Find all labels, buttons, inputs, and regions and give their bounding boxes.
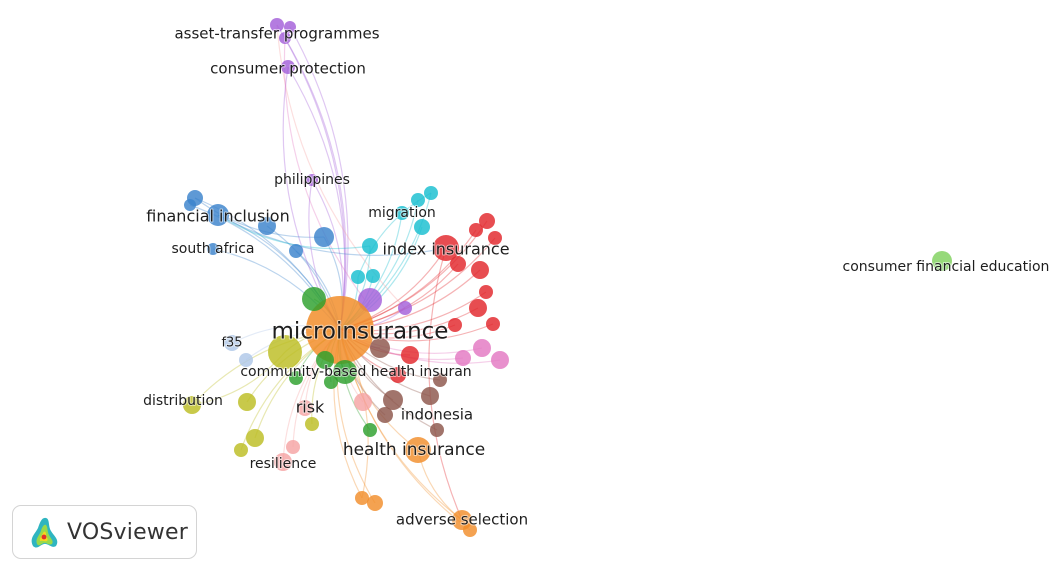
node-label[interactable]: adverse selection: [395, 510, 529, 530]
network-node[interactable]: [324, 375, 338, 389]
network-node[interactable]: [305, 417, 319, 431]
network-node[interactable]: [284, 21, 296, 33]
network-node[interactable]: [184, 199, 196, 211]
network-node[interactable]: [302, 287, 326, 311]
network-node[interactable]: [268, 335, 302, 369]
network-node[interactable]: [473, 339, 491, 357]
network-link: [283, 37, 366, 301]
network-node[interactable]: [306, 296, 374, 364]
network-node[interactable]: [932, 251, 952, 271]
network-node[interactable]: [448, 318, 462, 332]
network-node[interactable]: [486, 317, 500, 331]
network-node[interactable]: [383, 390, 403, 410]
network-node[interactable]: [333, 360, 357, 384]
network-node[interactable]: [363, 423, 377, 437]
network-node[interactable]: [224, 335, 240, 351]
network-node[interactable]: [183, 396, 201, 414]
network-link: [194, 197, 325, 238]
network-link: [289, 26, 349, 331]
vosviewer-logo-icon: [31, 517, 58, 548]
network-node[interactable]: [411, 193, 425, 207]
network-node[interactable]: [289, 371, 303, 385]
network-node[interactable]: [207, 243, 219, 255]
network-node[interactable]: [488, 231, 502, 245]
network-node[interactable]: [354, 393, 372, 411]
network-link: [217, 214, 447, 256]
network-node[interactable]: [274, 453, 292, 471]
network-node[interactable]: [405, 437, 431, 463]
node-label[interactable]: microinsurance: [271, 318, 450, 346]
app-name: VOSviewer: [67, 519, 188, 545]
network-node[interactable]: [398, 301, 412, 315]
network-node[interactable]: [463, 523, 477, 537]
node-label[interactable]: philippines: [273, 171, 351, 189]
node-label[interactable]: consumer financial education: [842, 258, 1051, 276]
network-labels: asset-transfer programmes consumer protec…: [142, 24, 1051, 530]
network-link: [428, 247, 463, 521]
network-node[interactable]: [414, 219, 430, 235]
network-node[interactable]: [297, 400, 313, 416]
node-label[interactable]: consumer protection: [209, 59, 367, 79]
network-node[interactable]: [239, 353, 253, 367]
network-node[interactable]: [430, 423, 444, 437]
network-node[interactable]: [395, 206, 409, 220]
node-label[interactable]: indonesia: [400, 405, 474, 425]
network-nodes: [183, 18, 952, 537]
node-label[interactable]: distribution: [142, 392, 224, 410]
network-node[interactable]: [471, 261, 489, 279]
network-node[interactable]: [355, 491, 369, 505]
network-node[interactable]: [279, 32, 291, 44]
network-node[interactable]: [238, 393, 256, 411]
network-node[interactable]: [281, 60, 295, 74]
network-node[interactable]: [351, 270, 365, 284]
network-node[interactable]: [401, 346, 419, 364]
node-label[interactable]: community-based health insuran: [239, 363, 472, 381]
network-node[interactable]: [455, 350, 471, 366]
network-node[interactable]: [286, 440, 300, 454]
network-node[interactable]: [306, 174, 318, 186]
node-label[interactable]: migration: [367, 204, 437, 222]
node-label[interactable]: index insurance: [381, 239, 510, 260]
network-node[interactable]: [450, 256, 466, 272]
network-node[interactable]: [479, 285, 493, 299]
network-node[interactable]: [258, 217, 276, 235]
network-node[interactable]: [362, 238, 378, 254]
vosviewer-badge[interactable]: VOSviewer: [12, 505, 197, 559]
network-node[interactable]: [479, 213, 495, 229]
network-node[interactable]: [207, 204, 229, 226]
network-node[interactable]: [367, 495, 383, 511]
node-label[interactable]: financial inclusion: [145, 206, 290, 227]
network-node[interactable]: [314, 227, 334, 247]
node-label[interactable]: health insurance: [342, 439, 486, 461]
network-node[interactable]: [390, 367, 406, 383]
network-node[interactable]: [424, 186, 438, 200]
network-node[interactable]: [270, 18, 284, 32]
network-node[interactable]: [370, 338, 390, 358]
network-node[interactable]: [433, 373, 447, 387]
network-link: [217, 214, 371, 250]
network-node[interactable]: [377, 407, 393, 423]
network-link: [287, 66, 346, 331]
network-node[interactable]: [316, 351, 334, 369]
network-node[interactable]: [246, 429, 264, 447]
network-node[interactable]: [433, 235, 459, 261]
node-label[interactable]: south africa: [171, 240, 256, 258]
network-node[interactable]: [366, 269, 380, 283]
node-label[interactable]: f35: [220, 335, 243, 352]
network-node[interactable]: [469, 223, 483, 237]
network-node[interactable]: [234, 443, 248, 457]
network-link: [284, 37, 347, 331]
node-label[interactable]: resilience: [249, 455, 318, 473]
node-label[interactable]: risk: [295, 397, 326, 418]
network-node[interactable]: [469, 299, 487, 317]
node-label[interactable]: asset-transfer programmes: [173, 24, 380, 44]
network-node[interactable]: [491, 351, 509, 369]
network-node[interactable]: [421, 387, 439, 405]
network-link: [276, 24, 346, 331]
network-node[interactable]: [289, 244, 303, 258]
